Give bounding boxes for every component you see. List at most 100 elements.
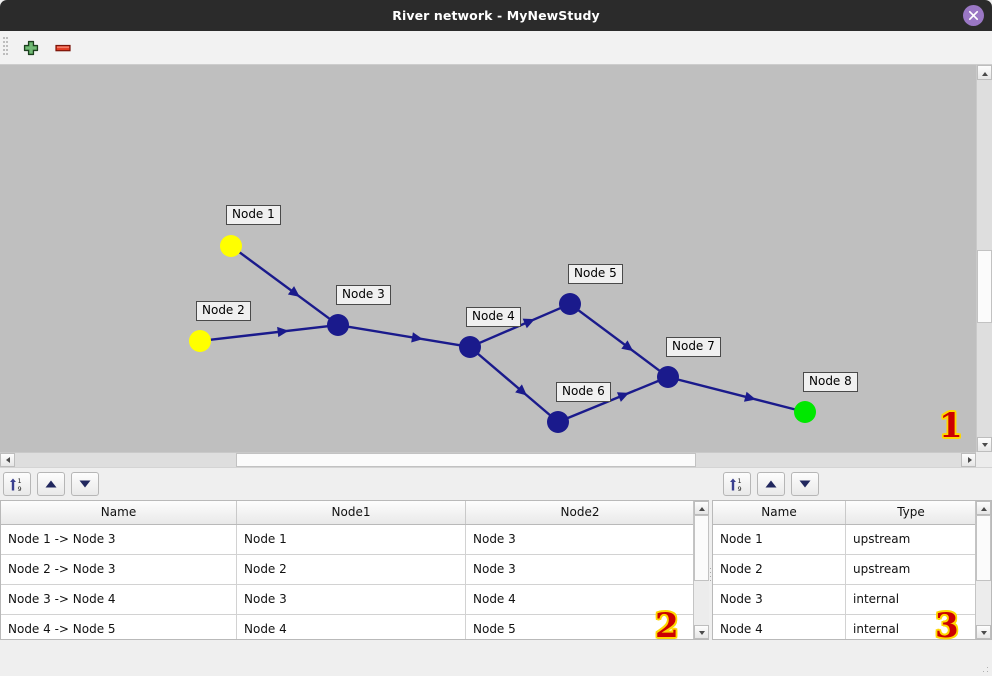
table-cell[interactable]: Node 3 bbox=[473, 562, 516, 576]
table-cell[interactable]: upstream bbox=[853, 532, 911, 546]
links-col-name[interactable]: Name bbox=[1, 501, 237, 524]
title-bar: River network - MyNewStudy bbox=[0, 0, 992, 31]
scroll-right-arrow[interactable] bbox=[961, 453, 976, 467]
svg-text:1: 1 bbox=[18, 477, 22, 485]
network-graph-svg bbox=[189, 235, 816, 433]
network-edge[interactable] bbox=[347, 325, 461, 347]
canvas-horizontal-scrollbar[interactable] bbox=[0, 452, 976, 467]
node-label-node-5[interactable]: Node 5 bbox=[568, 264, 623, 284]
scroll-up-arrow[interactable] bbox=[977, 65, 992, 80]
network-edge[interactable] bbox=[566, 379, 660, 420]
table-cell[interactable]: internal bbox=[853, 622, 900, 636]
network-diagram[interactable]: Node 1 Node 2 Node 3 Node 4 Node 5 Node 6 Node… bbox=[0, 65, 976, 451]
table-row[interactable]: Node 3 internal bbox=[713, 585, 991, 615]
canvas-hscroll-thumb[interactable] bbox=[236, 453, 696, 467]
links-scroll-up-arrow[interactable] bbox=[694, 501, 709, 515]
node-label-node-7[interactable]: Node 7 bbox=[666, 337, 721, 357]
network-node-node-3[interactable] bbox=[327, 314, 349, 336]
nodes-scroll-thumb[interactable] bbox=[976, 515, 991, 581]
scrollbar-corner bbox=[976, 452, 992, 467]
triangle-up-icon[interactable] bbox=[757, 472, 785, 496]
network-node-node-1[interactable] bbox=[220, 235, 242, 257]
table-cell[interactable]: Node 4 -> Node 5 bbox=[1, 615, 237, 639]
table-cell[interactable]: Node 2 bbox=[237, 555, 466, 584]
nodes-scroll-up-arrow[interactable] bbox=[976, 501, 991, 515]
edge-arrowhead bbox=[411, 332, 423, 343]
window-resize-grip[interactable] bbox=[983, 667, 989, 673]
network-node-node-7[interactable] bbox=[657, 366, 679, 388]
node-label-node-2[interactable]: Node 2 bbox=[196, 301, 251, 321]
table-cell[interactable]: Node 5 bbox=[473, 622, 516, 636]
remove-icon[interactable] bbox=[51, 36, 75, 60]
canvas-vertical-scrollbar[interactable] bbox=[976, 65, 992, 452]
table-cell[interactable]: Node 3 bbox=[237, 585, 466, 614]
network-edge[interactable] bbox=[238, 250, 331, 321]
table-cell[interactable]: Node 2 bbox=[713, 555, 846, 584]
edge-arrowhead bbox=[515, 384, 527, 396]
network-canvas-area[interactable]: Node 1 Node 2 Node 3 Node 4 Node 5 Node 6 Node… bbox=[0, 65, 992, 467]
network-edge[interactable] bbox=[677, 378, 796, 411]
node-label-node-8[interactable]: Node 8 bbox=[803, 372, 858, 392]
sort-ascending-icon[interactable]: 1 9 bbox=[3, 472, 31, 496]
nodes-table-scrollbar[interactable] bbox=[975, 501, 991, 639]
vertical-splitter[interactable] bbox=[709, 500, 713, 650]
edge-arrowhead bbox=[277, 326, 289, 338]
network-edge[interactable] bbox=[577, 309, 661, 372]
svg-text:9: 9 bbox=[738, 485, 742, 493]
svg-text:1: 1 bbox=[738, 477, 742, 485]
sort-ascending-icon[interactable]: 1 9 bbox=[723, 472, 751, 496]
scroll-left-arrow[interactable] bbox=[0, 453, 15, 467]
close-icon[interactable] bbox=[963, 5, 984, 26]
network-edge[interactable] bbox=[209, 324, 329, 342]
table-cell[interactable]: Node 2 -> Node 3 bbox=[1, 555, 237, 584]
network-edge[interactable] bbox=[476, 352, 552, 417]
svg-text:9: 9 bbox=[18, 485, 22, 493]
network-node-node-6[interactable] bbox=[547, 411, 569, 433]
links-panel: 1 9 Name Node1 Node2 Node 1 -> No bbox=[0, 470, 710, 676]
table-cell[interactable]: internal bbox=[853, 592, 900, 606]
table-cell[interactable]: Node 4 bbox=[713, 615, 846, 639]
node-label-node-4[interactable]: Node 4 bbox=[466, 307, 521, 327]
network-node-node-4[interactable] bbox=[459, 336, 481, 358]
table-cell[interactable]: Node 3 -> Node 4 bbox=[1, 585, 237, 614]
table-row[interactable]: Node 1 upstream bbox=[713, 525, 991, 555]
canvas-vscroll-thumb[interactable] bbox=[977, 250, 992, 323]
table-cell[interactable]: Node 4 bbox=[237, 615, 466, 639]
table-cell[interactable]: Node 4 bbox=[473, 592, 516, 606]
table-cell[interactable]: Node 3 bbox=[713, 585, 846, 614]
table-cell[interactable]: Node 3 bbox=[473, 532, 516, 546]
scroll-down-arrow[interactable] bbox=[977, 437, 992, 452]
table-cell[interactable]: Node 1 bbox=[713, 525, 846, 554]
table-row[interactable]: Node 4 internal bbox=[713, 615, 991, 639]
network-node-node-8[interactable] bbox=[794, 401, 816, 423]
network-node-node-5[interactable] bbox=[559, 293, 581, 315]
triangle-up-icon[interactable] bbox=[37, 472, 65, 496]
node-label-node-1[interactable]: Node 1 bbox=[226, 205, 281, 225]
table-row[interactable]: Node 2 upstream bbox=[713, 555, 991, 585]
links-scroll-thumb[interactable] bbox=[694, 515, 709, 581]
links-col-node1[interactable]: Node1 bbox=[237, 501, 466, 524]
nodes-col-name[interactable]: Name bbox=[713, 501, 846, 524]
nodes-col-type[interactable]: Type bbox=[897, 505, 925, 519]
add-icon[interactable] bbox=[19, 36, 43, 60]
toolbar-grip[interactable] bbox=[3, 37, 8, 59]
links-col-node2[interactable]: Node2 bbox=[560, 505, 600, 519]
nodes-scroll-down-arrow[interactable] bbox=[976, 625, 991, 639]
node-label-node-3[interactable]: Node 3 bbox=[336, 285, 391, 305]
links-table-scrollbar[interactable] bbox=[693, 501, 709, 639]
table-cell[interactable]: Node 1 -> Node 3 bbox=[1, 525, 237, 554]
table-cell[interactable]: upstream bbox=[853, 562, 911, 576]
links-scroll-down-arrow[interactable] bbox=[694, 625, 709, 639]
triangle-down-icon[interactable] bbox=[791, 472, 819, 496]
node-label-node-6[interactable]: Node 6 bbox=[556, 382, 611, 402]
network-node-node-2[interactable] bbox=[189, 330, 211, 352]
triangle-down-icon[interactable] bbox=[71, 472, 99, 496]
table-cell[interactable]: Node 1 bbox=[237, 525, 466, 554]
